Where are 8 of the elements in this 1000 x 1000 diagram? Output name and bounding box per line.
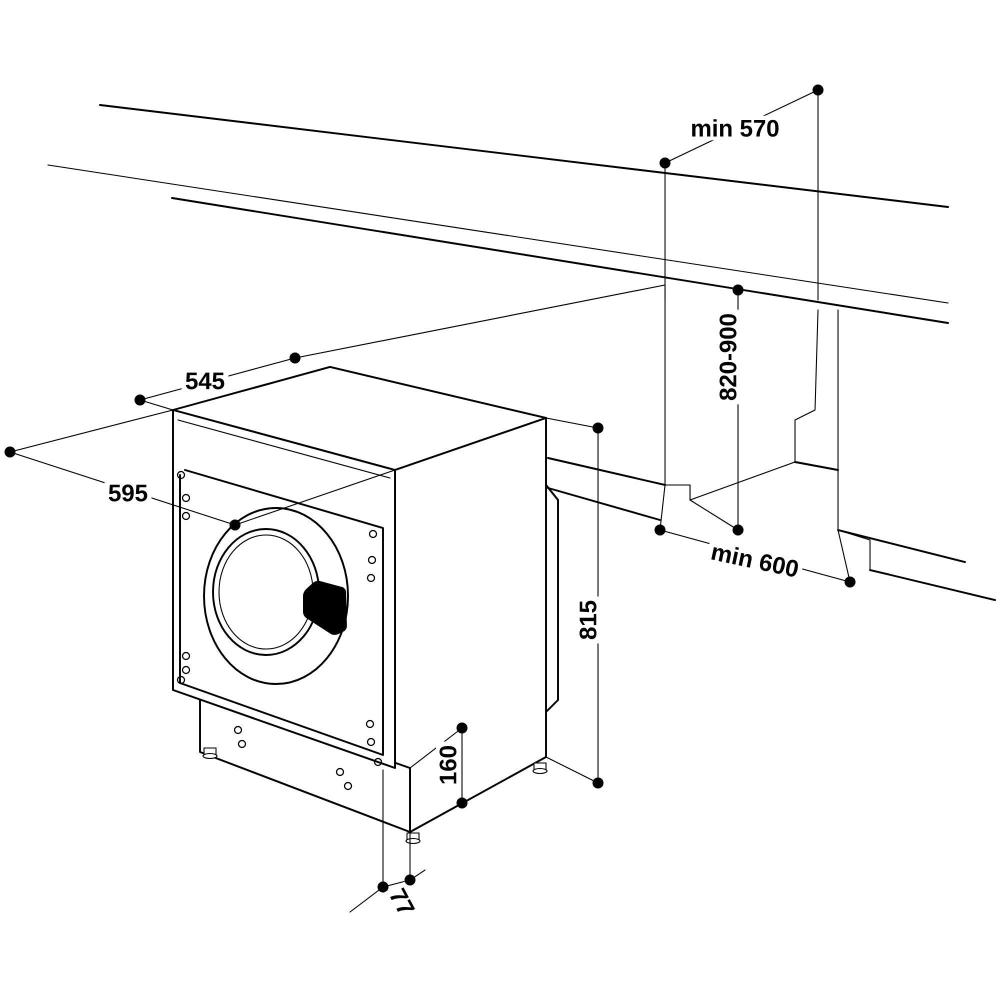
dimension-label: min 600 xyxy=(706,538,805,582)
dimension-label: 160 xyxy=(436,742,460,788)
dimension-label: 815 xyxy=(576,596,600,644)
dimension-label: 595 xyxy=(104,481,152,505)
dimension-label: 820-900 xyxy=(716,310,740,404)
dimension-label: 545 xyxy=(182,369,228,393)
dimension-label: min 570 xyxy=(687,116,784,140)
dimension-label: 77 xyxy=(384,882,420,922)
